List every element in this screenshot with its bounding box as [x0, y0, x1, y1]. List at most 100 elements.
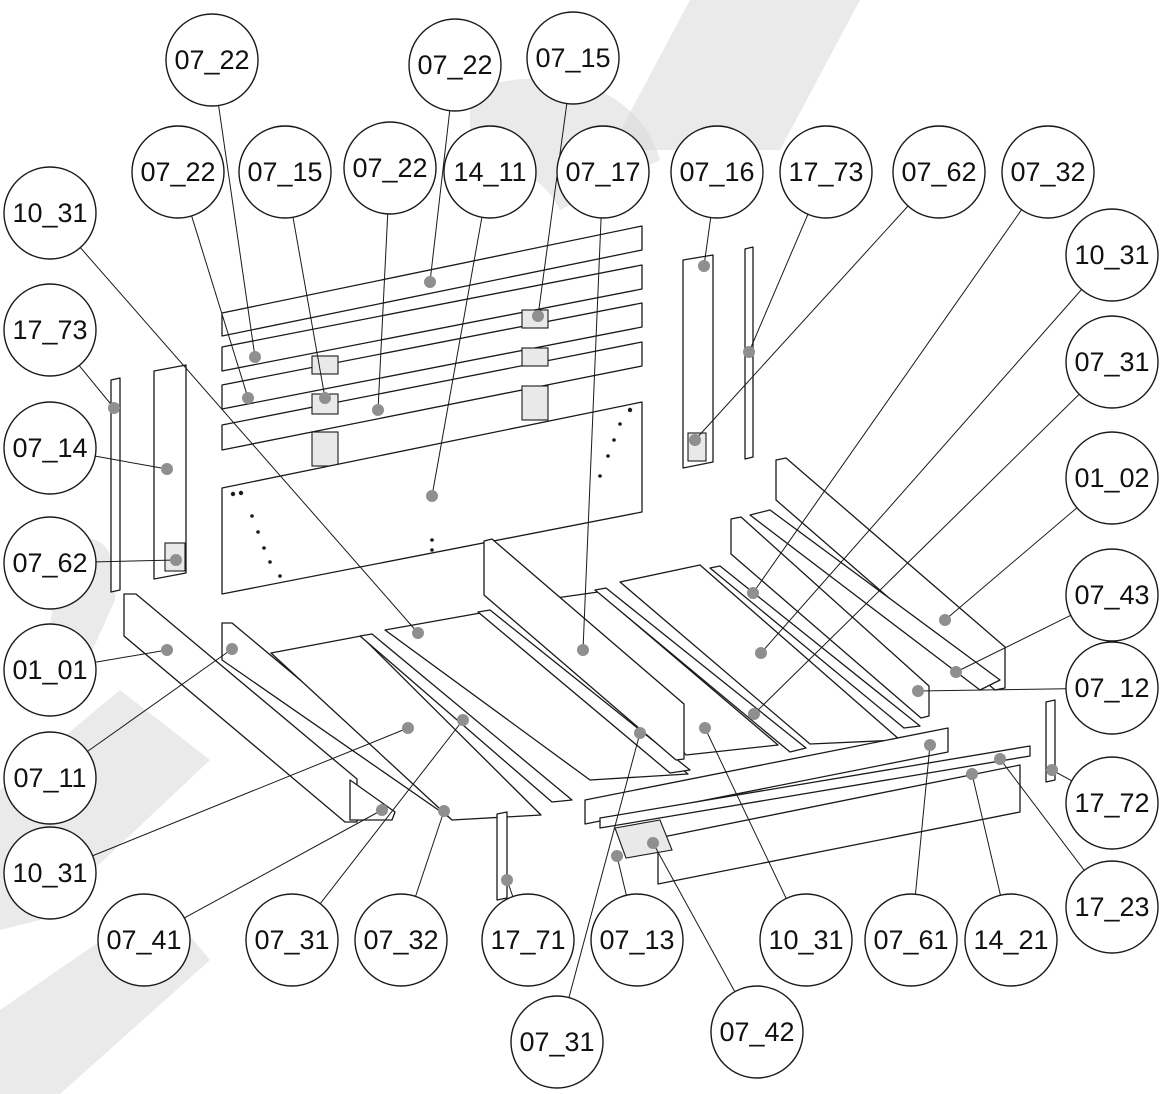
leader-line-07_62 — [694, 205, 909, 441]
callout-07_15: 07_15 — [238, 125, 332, 219]
anchor-dot-17_71 — [501, 874, 513, 886]
leader-line-17_73 — [748, 214, 809, 353]
callout-label: 07_11 — [13, 763, 86, 793]
callout-07_43: 07_43 — [1065, 548, 1159, 642]
anchor-dot-07_12 — [912, 685, 924, 697]
callout-circle — [3, 623, 97, 717]
anchor-dot-14_11 — [426, 490, 438, 502]
leader-line-07_15 — [537, 103, 568, 317]
callout-circle — [343, 121, 437, 215]
callout-10_31: 10_31 — [759, 893, 853, 987]
anchor-dot-07_32 — [438, 805, 450, 817]
leader-line-07_62 — [95, 559, 177, 563]
callout-circle — [131, 125, 225, 219]
anchor-dot-17_23 — [994, 753, 1006, 765]
footboard — [657, 764, 1021, 885]
callout-label: 07_31 — [519, 1027, 594, 1057]
anchor-dot-17_72 — [1046, 764, 1058, 776]
callout-circle — [670, 125, 764, 219]
callout-label: 07_15 — [247, 157, 322, 187]
callout-label: 17_73 — [788, 157, 863, 187]
callout-label: 10_31 — [768, 925, 843, 955]
callout-circle — [779, 125, 873, 219]
callout-07_15: 07_15 — [526, 11, 620, 105]
callout-label: 07_22 — [352, 153, 427, 183]
callout-label: 07_12 — [1074, 673, 1149, 703]
callout-circle — [165, 13, 259, 107]
leader-line-07_31 — [319, 719, 464, 904]
anchor-dot-07_41 — [376, 804, 388, 816]
leader-line-10_31 — [704, 727, 787, 899]
leader-line-07_22 — [429, 110, 451, 283]
callout-label: 17_72 — [1074, 788, 1149, 818]
callout-label: 07_32 — [1010, 157, 1085, 187]
callout-label: 14_21 — [973, 925, 1048, 955]
anchor-dot-07_62 — [689, 434, 701, 446]
headboard-slats — [221, 225, 643, 451]
anchor-dot-14_21 — [966, 768, 978, 780]
callout-label: 07_62 — [12, 548, 87, 578]
callout-17_71: 17_71 — [481, 893, 575, 987]
callout-label: 07_31 — [254, 925, 329, 955]
leader-line-07_17 — [582, 217, 602, 651]
side-rail-left — [123, 593, 358, 823]
callout-label: 17_71 — [490, 925, 565, 955]
leader-lines — [78, 103, 1085, 998]
leader-line-01_02 — [944, 507, 1078, 621]
anchor-dot-10_31 — [412, 627, 424, 639]
callout-17_72: 17_72 — [1065, 756, 1159, 850]
callout-label: 07_61 — [873, 925, 948, 955]
callout-17_23: 17_23 — [1065, 860, 1159, 954]
side-rail-right — [775, 457, 1006, 691]
callout-07_14: 07_14 — [3, 401, 97, 495]
callout-label: 07_22 — [174, 45, 249, 75]
leader-line-07_14 — [95, 455, 168, 470]
callout-07_22: 07_22 — [408, 18, 502, 112]
anchor-dot-07_22 — [372, 404, 384, 416]
leader-line-07_12 — [917, 688, 1067, 692]
callout-label: 17_23 — [1074, 892, 1149, 922]
callout-07_31: 07_31 — [245, 893, 339, 987]
anchor-dot-10_31 — [402, 722, 414, 734]
callout-label: 07_13 — [599, 925, 674, 955]
leader-line-07_16 — [703, 217, 712, 267]
leader-line-10_31 — [79, 247, 419, 634]
callout-label: 10_31 — [12, 858, 87, 888]
anchor-dot-10_31 — [699, 722, 711, 734]
callout-label: 07_32 — [363, 925, 438, 955]
callout-07_31: 07_31 — [1065, 315, 1159, 409]
callout-label: 01_01 — [12, 655, 87, 685]
callout-07_12: 07_12 — [1065, 641, 1159, 735]
callout-label: 17_73 — [12, 315, 87, 345]
callout-10_31: 10_31 — [1065, 208, 1159, 302]
callout-07_31: 07_31 — [510, 995, 604, 1089]
anchor-dot-07_22 — [249, 351, 261, 363]
leader-line-07_32 — [752, 209, 1023, 594]
part-drawings — [110, 225, 1056, 901]
callout-circle — [354, 893, 448, 987]
callout-label: 10_31 — [1074, 240, 1149, 270]
callout-circle — [3, 401, 97, 495]
callout-circle — [3, 283, 97, 377]
callout-circle — [1065, 431, 1159, 525]
anchor-dot-07_22 — [242, 392, 254, 404]
callout-label: 10_31 — [12, 198, 87, 228]
callout-07_13: 07_13 — [590, 893, 684, 987]
callout-circle — [1065, 641, 1159, 735]
callout-17_73: 17_73 — [779, 125, 873, 219]
foot-rail — [584, 727, 949, 825]
anchor-dot-07_43 — [950, 666, 962, 678]
callout-circle — [245, 893, 339, 987]
callout-circle — [3, 731, 97, 825]
callout-circle — [1065, 208, 1159, 302]
callout-circle — [3, 826, 97, 920]
callout-circle — [3, 166, 97, 260]
anchor-dot-07_32 — [747, 587, 759, 599]
leader-line-07_15 — [292, 217, 326, 399]
callout-circle — [1065, 315, 1159, 409]
callout-circle — [3, 516, 97, 610]
callout-07_32: 07_32 — [1001, 125, 1095, 219]
leader-line-07_42 — [652, 842, 736, 992]
callout-circle — [864, 893, 958, 987]
